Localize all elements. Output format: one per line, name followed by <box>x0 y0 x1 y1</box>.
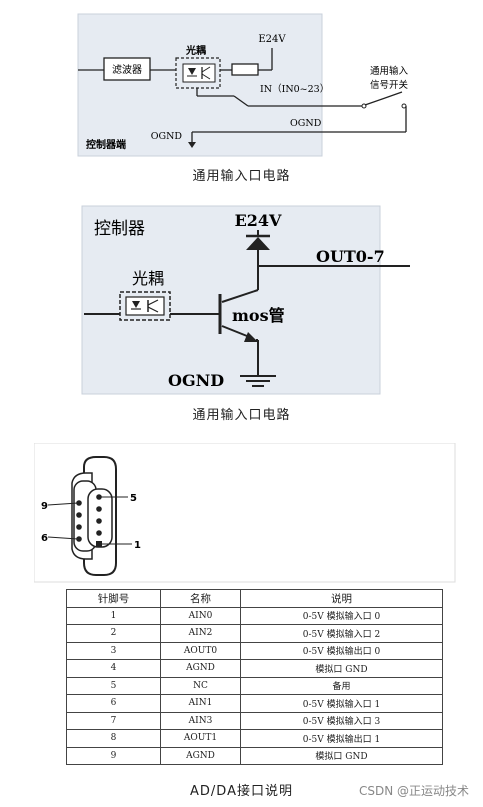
table-cell: 0-5V 模拟输入口 3 <box>240 711 443 730</box>
column-header: 名称 <box>160 589 241 608</box>
table-cell: 模拟口 GND <box>240 659 443 678</box>
filter-label: 滤波器 <box>112 63 142 76</box>
controller-label: 控制器 <box>94 219 145 239</box>
switch-label-2: 信号开关 <box>370 79 409 91</box>
table-cell: AIN0 <box>160 606 241 625</box>
resistor <box>231 63 259 76</box>
input-circuit-diagram: 滤波器 光耦 E24V IN（IN0~23） 通用输入 信号开关 OGND OG… <box>77 13 409 157</box>
table-cell: 0-5V 模拟输入口 1 <box>240 694 443 713</box>
supply-label: E24V <box>258 34 286 45</box>
table-cell: AIN3 <box>160 711 241 730</box>
input-label: IN（IN0~23） <box>260 83 329 95</box>
watermark: CSDN @正运动技术 <box>358 784 469 798</box>
switch-contact <box>364 91 403 106</box>
optocoupler-box <box>175 57 221 89</box>
ground-label: OGND <box>151 131 183 142</box>
table-cell: 0-5V 模拟输入口 2 <box>240 624 443 643</box>
table-cell: AIN2 <box>160 624 241 643</box>
pin-5-label: 5 <box>130 493 137 504</box>
table-cell: 1 <box>66 606 161 625</box>
dsub9-connector-diagram: 9 5 6 1 <box>34 443 456 583</box>
ground-line-label: OGND <box>290 118 322 129</box>
caption-output-circuit: 通用输入口电路 <box>192 408 291 423</box>
controller-side-label: 控制器端 <box>86 138 126 151</box>
table-cell: 模拟口 GND <box>240 746 443 765</box>
output-label: OUT0-7 <box>316 247 385 266</box>
column-header: 说明 <box>240 589 443 608</box>
caption-input-circuit: 通用输入口电路 <box>192 169 291 184</box>
ground-label: OGND <box>168 371 224 390</box>
switch-label-1: 通用输入 <box>370 65 409 77</box>
emitter-arrow-icon <box>244 332 258 342</box>
table-header-row: 针脚号 名称 说明 <box>66 589 443 608</box>
mos-label: mos管 <box>232 306 285 325</box>
table-cell: 5 <box>66 676 161 695</box>
caption-adda-interface: AD/DA接口说明 <box>190 784 293 799</box>
pin-6-label: 6 <box>41 533 48 544</box>
table-cell: AIN1 <box>160 694 241 713</box>
ground-arrow-icon <box>188 142 196 148</box>
column-header: 针脚号 <box>66 589 161 608</box>
supply-label: E24V <box>235 211 282 230</box>
table-cell: AOUT0 <box>160 641 241 660</box>
table-cell: 备用 <box>240 676 443 695</box>
table-cell: 0-5V 模拟输入口 0 <box>240 606 443 625</box>
table-cell: AOUT1 <box>160 729 241 748</box>
table-cell: AGND <box>160 659 241 678</box>
diode-icon <box>246 237 270 250</box>
table-cell: AGND <box>160 746 241 765</box>
table-cell: 6 <box>66 694 161 713</box>
table-cell: 3 <box>66 641 161 660</box>
optocoupler-box <box>119 291 171 321</box>
output-circuit-diagram: 控制器 E24V OUT0-7 mos管 光耦 OGND <box>81 205 410 395</box>
pin-1-label: 1 <box>134 540 141 551</box>
table-cell: 9 <box>66 746 161 765</box>
table-cell: 7 <box>66 711 161 730</box>
optocoupler-label: 光耦 <box>185 44 206 57</box>
optocoupler-label: 光耦 <box>132 269 164 288</box>
table-cell: 0-5V 模拟输出口 1 <box>240 729 443 748</box>
table-cell: 4 <box>66 659 161 678</box>
table-cell: 8 <box>66 729 161 748</box>
table-cell: 0-5V 模拟输出口 0 <box>240 641 443 660</box>
filter-box <box>103 57 151 81</box>
table-cell: 2 <box>66 624 161 643</box>
pin-9-label: 9 <box>41 501 48 512</box>
table-cell: NC <box>160 676 241 695</box>
